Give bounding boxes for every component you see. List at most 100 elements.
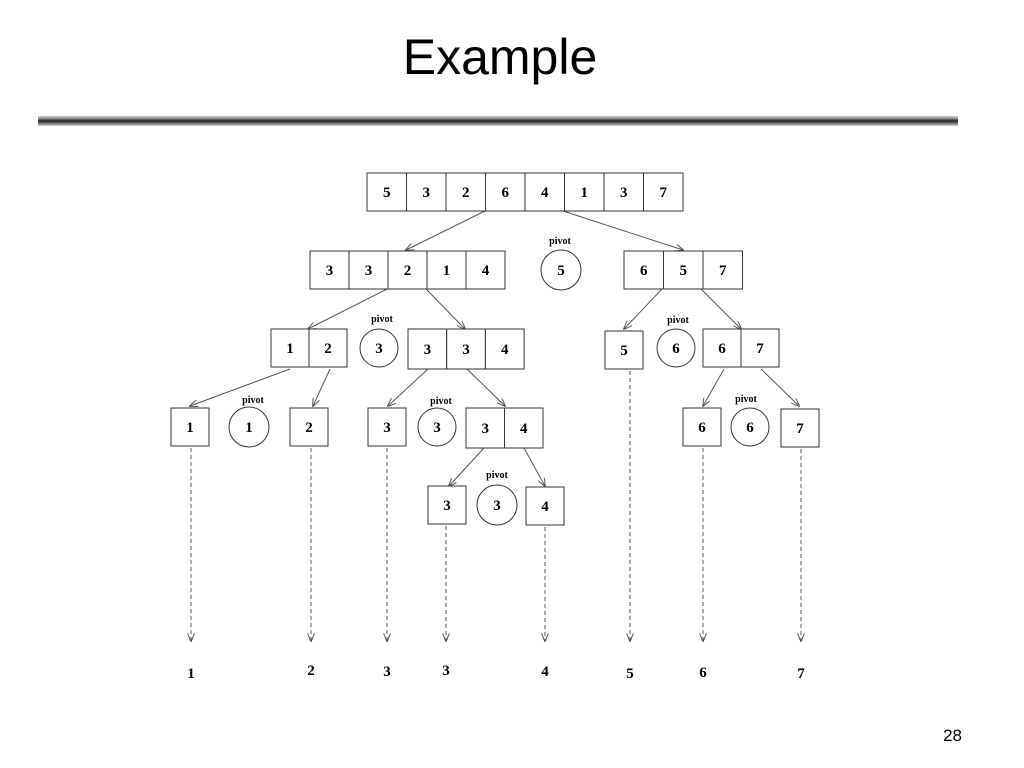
array-cell [427,485,467,525]
pivot-label: pivot [242,395,264,406]
array-leaf-2: 2 [289,407,329,447]
pivot-label: pivot [667,315,689,326]
sorted-output-value: 3 [442,663,450,679]
array-cell [289,407,329,447]
array-cell [682,407,722,447]
array-leaf-1: 1 [170,407,210,447]
cell-value: 3 [424,342,432,358]
cell-value: 3 [326,263,334,279]
cell-value: 4 [541,185,549,201]
split-arrow [700,288,741,329]
array-cell [348,250,389,290]
array-left-4b: 4 [525,486,565,526]
pivot-value: 3 [375,341,383,357]
split-arrow [562,210,683,250]
pivot-label: pivot [430,396,452,407]
array-left-4a: 3 [427,485,467,525]
pivot-circle [228,406,270,448]
split-arrow [308,288,388,329]
cell-value: 3 [443,498,451,514]
cell-value: 5 [620,343,628,359]
array-cell [524,172,565,212]
array-leaf-7: 7 [780,408,820,448]
array-cell [525,486,565,526]
array-cell [465,407,505,449]
cell-value: 7 [660,185,668,201]
cell-value: 4 [482,263,490,279]
pivot-circle [540,249,582,291]
split-arrow [449,447,485,486]
array-cell [170,407,210,447]
split-arrow [388,368,429,406]
split-arrow [523,447,545,486]
split-arrow [624,288,663,329]
cell-value: 2 [305,420,313,436]
pivot-value: 3 [493,498,501,514]
array-leaf-6: 6 [682,407,722,447]
title-rule [38,116,958,126]
array-cell [702,328,742,368]
array-right-2a: 5 [604,330,644,370]
pivot-value: 5 [557,263,565,279]
array-cell [407,328,448,370]
page-number: 28 [943,726,962,745]
array-cell [485,172,526,212]
cell-value: 2 [324,341,332,357]
pivot-value: 1 [245,420,253,436]
pivot-circle [730,407,770,447]
split-arrow [406,210,486,250]
pivot-label: pivot [735,394,757,405]
edges-layer [190,210,801,641]
pivot-label: pivot [486,470,508,481]
array-cell [426,250,467,290]
split-arrow [425,288,465,329]
array-cell [367,407,407,447]
array-cell [623,250,664,290]
array-cell [484,328,525,370]
array-cell [663,250,704,290]
pivot-value: 3 [433,420,441,436]
pivot-node: pivot 3 [476,470,518,526]
array-cell [446,328,486,370]
cell-value: 1 [186,420,194,436]
split-arrow [703,368,725,406]
cell-value: 4 [501,342,509,358]
pivot-value: 6 [746,420,754,436]
cell-value: 6 [502,185,510,201]
pivot-circle [417,407,457,447]
cell-value: 2 [404,263,412,279]
sorted-output-value: 2 [307,663,315,679]
cell-value: 4 [541,499,549,515]
array-cell [387,250,428,290]
cell-value: 6 [640,263,648,279]
split-arrow [313,368,331,406]
array-cell [309,250,350,290]
pivot-label: pivot [549,236,571,247]
cell-value: 3 [365,263,373,279]
sorted-output-value: 3 [383,664,391,680]
cell-value: 3 [620,185,628,201]
cell-value: 6 [698,420,706,436]
cell-value: 1 [581,185,589,201]
cell-value: 3 [383,420,391,436]
array-cell [308,328,348,368]
pivot-node: pivot 3 [417,396,457,447]
array-cell [603,172,644,212]
cell-value: 7 [756,341,764,357]
cell-value: 5 [680,263,688,279]
cell-value: 3 [482,421,490,437]
cell-value: 5 [383,185,391,201]
pivot-node: pivot 6 [730,394,770,447]
array-cell [740,328,780,368]
cell-value: 1 [286,341,294,357]
cell-value: 7 [796,421,804,437]
slide-title: Example [402,29,598,85]
